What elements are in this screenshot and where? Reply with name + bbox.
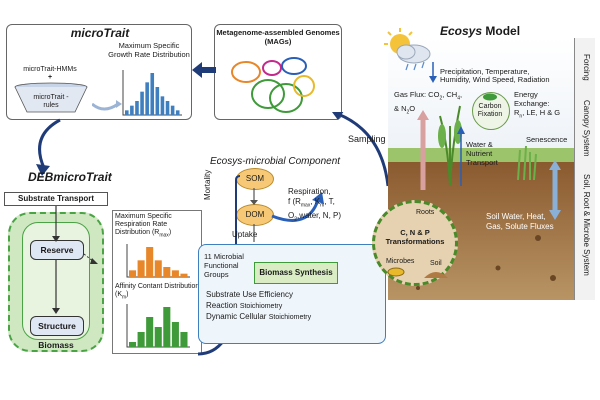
histogram-bar bbox=[137, 332, 145, 347]
ecosys-title: Ecosys Model bbox=[440, 24, 521, 38]
microtrait-to-deb-arrow bbox=[36, 118, 61, 176]
histogram-bar bbox=[146, 247, 154, 277]
mags-title: Metagenome-assembled Genomes (MAGs) bbox=[216, 28, 340, 46]
energy-arrow bbox=[549, 160, 561, 220]
growth-arrow bbox=[92, 100, 122, 111]
histogram-bar bbox=[140, 91, 144, 115]
gas-flux-arrow bbox=[417, 110, 429, 190]
mags-to-microtrait-arrow bbox=[192, 62, 216, 78]
histogram-bar bbox=[150, 73, 155, 115]
histogram-bar bbox=[137, 260, 145, 277]
mags-genome-circles-icon bbox=[231, 57, 315, 113]
senescence-grass-icon bbox=[517, 145, 537, 180]
side-panel bbox=[574, 38, 595, 300]
side-soil-label: Soil, Root & Microbe System bbox=[582, 174, 591, 276]
senescence-label: Senescence bbox=[526, 135, 568, 144]
histogram-bar bbox=[145, 82, 149, 115]
affinity-dist-label: Affinity Contant Distribution (Km) bbox=[115, 283, 200, 301]
histogram-bar bbox=[135, 101, 139, 115]
side-forcing-label: Forcing bbox=[582, 54, 591, 81]
histogram-bar bbox=[171, 322, 179, 347]
growth-rate-histogram bbox=[122, 70, 182, 116]
respiration-label: Respiration, f (Rmax, Km, T, O2,water, N… bbox=[288, 187, 342, 223]
mortality-label: Mortality bbox=[203, 169, 212, 200]
histogram-bar bbox=[125, 110, 129, 115]
soil-label: Soil bbox=[430, 260, 442, 267]
histogram-bar bbox=[180, 332, 188, 347]
hmms-bowl-icon bbox=[14, 82, 88, 113]
microbial-component-title: Ecosys-microbial Component bbox=[210, 156, 341, 167]
roots-label: Roots bbox=[416, 209, 435, 216]
histogram-bar bbox=[175, 110, 180, 115]
sampling-label: Sampling bbox=[348, 134, 386, 144]
respiration-rate-histogram bbox=[126, 244, 190, 278]
forcing-arrow bbox=[429, 62, 437, 83]
histogram-bar bbox=[163, 267, 171, 277]
functional-groups-label: 11 Microbial Functional Groups bbox=[204, 252, 244, 279]
soil-mound-icon bbox=[424, 272, 448, 278]
som-dom-arrows bbox=[235, 175, 324, 250]
precip-label: Precipitation, Temperature, Humidity, Wi… bbox=[440, 67, 550, 84]
histogram-bar bbox=[129, 270, 137, 277]
plus-sign: + bbox=[47, 74, 53, 81]
histogram-bar bbox=[154, 260, 162, 277]
histogram-bar bbox=[160, 96, 165, 115]
debmicrotrait-title: DEBmicroTrait bbox=[28, 170, 112, 184]
dynamic-row: Dynamic Cellular Stoichiometry bbox=[206, 312, 312, 321]
histogram-bar bbox=[165, 101, 170, 115]
reserve-structure-arrows bbox=[52, 206, 98, 314]
structure-box: Structure bbox=[30, 316, 84, 336]
respiration-dist-label: Maximum Specific Respiration Rate Distri… bbox=[115, 213, 172, 239]
histogram-bar bbox=[163, 307, 171, 347]
biomass-label: Biomass bbox=[38, 340, 74, 350]
water-transport-label: Water & Nutrient Transport bbox=[466, 140, 498, 167]
histogram-bar bbox=[170, 105, 175, 115]
uptake-label: Uptake bbox=[232, 230, 258, 239]
energy-exchange-label: Energy Exchange: Rn, LE, H & G bbox=[514, 90, 561, 120]
microtrait-title: microTrait bbox=[70, 26, 130, 40]
histogram-bar bbox=[129, 342, 137, 347]
side-canopy-label: Canopy System bbox=[582, 100, 591, 157]
sun-cloud-icon bbox=[384, 28, 431, 71]
leaf-icon bbox=[483, 93, 497, 101]
soil-fluxes-label: Soil Water, Heat, Gas, Solute Fluxes bbox=[486, 212, 554, 231]
microbes-label: Microbes bbox=[386, 258, 415, 265]
histogram-bar bbox=[171, 270, 179, 277]
growth-rate-label: Maximum Specific Growth Rate Distributio… bbox=[108, 41, 190, 59]
histogram-bar bbox=[155, 87, 160, 115]
gas-flux-label: Gas Flux: CO2, CH4, & N2O bbox=[394, 90, 463, 115]
water-transport-arrow bbox=[457, 126, 465, 186]
functional-groups-panel bbox=[198, 244, 386, 344]
sampling-arrow bbox=[332, 112, 390, 187]
affinity-constant-histogram bbox=[126, 304, 190, 348]
histogram-bar bbox=[146, 317, 154, 347]
histogram-bar bbox=[130, 105, 134, 115]
carbon-fixation-label: Carbon Fixation bbox=[477, 103, 503, 118]
cnp-circle bbox=[372, 200, 458, 286]
microbes-icon bbox=[387, 267, 405, 277]
sue-label: Substrate Use Efficiency bbox=[206, 290, 294, 299]
biomass-synthesis-box: Biomass Synthesis bbox=[254, 262, 338, 284]
hmms-label: microTrait-HMMs bbox=[23, 66, 77, 73]
histogram-bar bbox=[180, 273, 188, 277]
cnp-label: C, N & P Transformations bbox=[385, 228, 445, 246]
substrate-transport-box: Substrate Transport bbox=[4, 192, 108, 206]
histogram-bar bbox=[154, 327, 162, 347]
rules-label: microTrait -rules bbox=[33, 94, 69, 109]
reaction-row: Reaction Stoichiometry bbox=[206, 301, 283, 310]
